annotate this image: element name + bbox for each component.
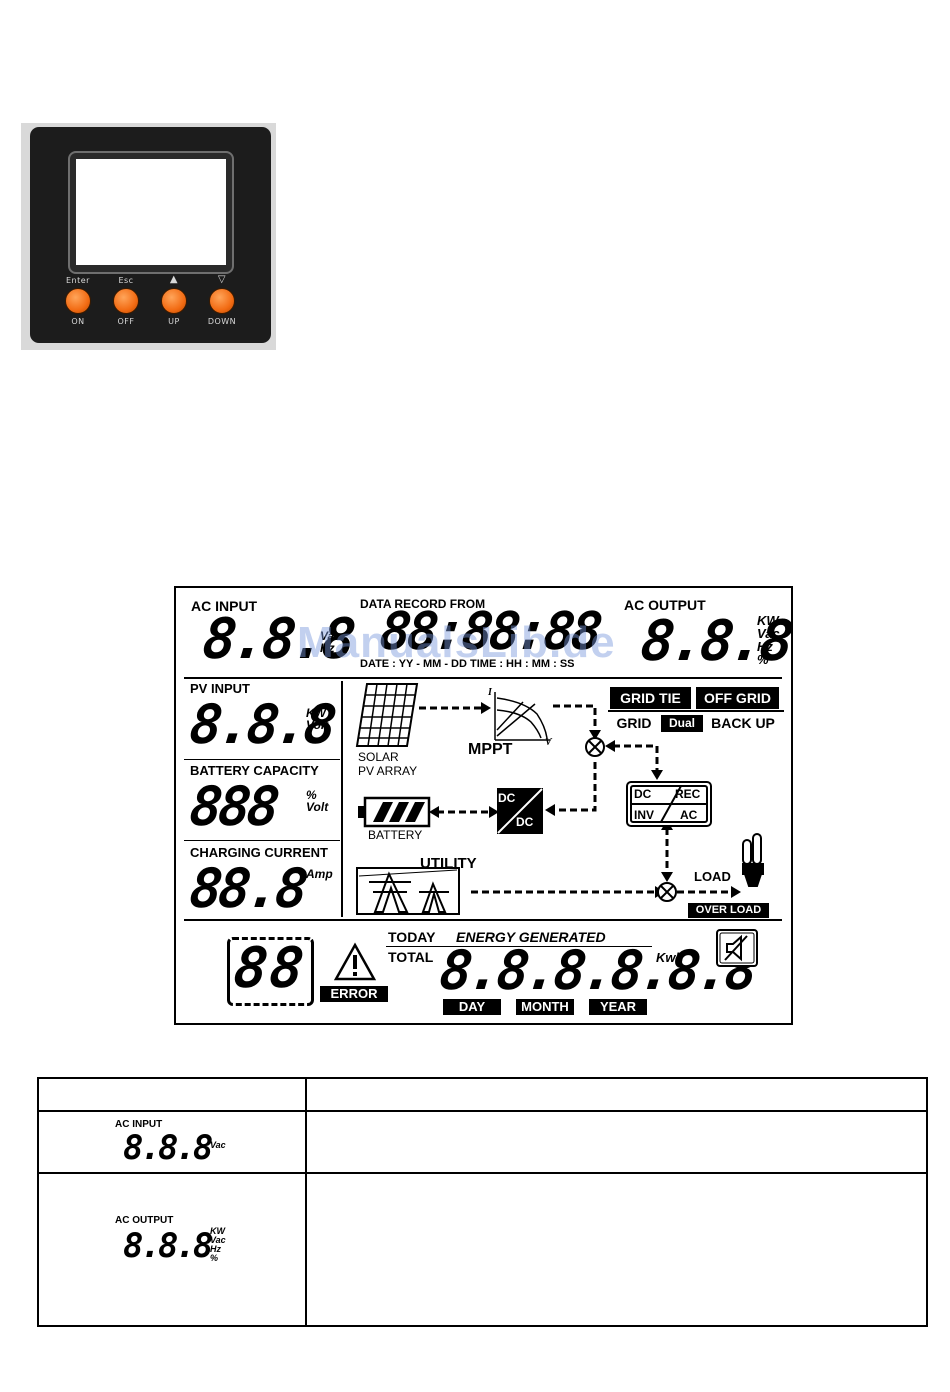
table-cell-description xyxy=(305,1110,928,1174)
mppt-label: MPPT xyxy=(468,741,513,758)
dc-dc-converter-icon xyxy=(497,788,543,834)
battery-label: BATTERY xyxy=(368,828,423,842)
alnum-display-frame xyxy=(227,937,314,1006)
on-enter-button[interactable] xyxy=(65,288,91,314)
grid-label: GRID xyxy=(616,715,652,731)
grid-tie-label: GRID TIE xyxy=(610,687,691,709)
pv-battery-divider xyxy=(184,759,340,760)
error-label: ERROR xyxy=(320,986,388,1002)
lcd-top-divider xyxy=(184,677,782,679)
pv-input-label: PV INPUT xyxy=(190,681,250,696)
ac-input-units: Vac Hz xyxy=(320,629,341,655)
converter-rec-label: REC xyxy=(675,787,701,801)
dual-label: Dual xyxy=(661,715,703,732)
off-grid-label: OFF GRID xyxy=(696,687,779,709)
mute-speaker-icon xyxy=(716,929,758,967)
dc-dc-bottom-label: DC xyxy=(516,815,534,829)
battery-charging-divider xyxy=(184,840,340,841)
esc-key-label: Esc xyxy=(118,276,134,285)
table-row: AC INPUT 8.8.8 Vac xyxy=(37,1110,928,1174)
down-button[interactable] xyxy=(209,288,235,314)
date-time-caption: DATE : YY - MM - DD TIME : HH : MM : SS xyxy=(360,658,575,670)
overload-label: OVER LOAD xyxy=(688,903,769,918)
table-header-cell xyxy=(305,1077,928,1112)
voltage-axis-label: V xyxy=(545,737,552,748)
alnum-digits: 88 xyxy=(230,936,309,1001)
load-label: LOAD xyxy=(694,869,731,884)
up-button[interactable] xyxy=(161,288,187,314)
warning-triangle-icon xyxy=(333,942,377,981)
utility-label: UTILITY xyxy=(420,855,477,872)
solar-panel-icon xyxy=(355,683,419,747)
down-arrow-icon: ▽ xyxy=(217,274,227,285)
mini-ac-output-units: KW Vac Hz % xyxy=(210,1226,226,1263)
junction-symbol-icon xyxy=(585,737,677,902)
off-label: OFF xyxy=(117,317,135,326)
converter-ac-label: AC xyxy=(680,808,698,822)
table-row: AC OUTPUT 8.8.8 KW Vac Hz % xyxy=(37,1172,928,1327)
down-label: DOWN xyxy=(207,317,237,326)
up-arrow-icon: ▲ xyxy=(169,274,179,285)
mini-ac-input-digits: 8.8.8 xyxy=(123,1128,213,1168)
mini-ac-output-label: AC OUTPUT xyxy=(115,1215,174,1226)
mode-divider xyxy=(608,710,784,712)
enter-key-label: Enter xyxy=(66,276,90,285)
pv-input-units: KW Volt xyxy=(306,706,329,732)
current-axis-label: I xyxy=(488,687,492,698)
table-cell-icon: AC OUTPUT 8.8.8 KW Vac Hz % xyxy=(37,1172,307,1327)
charging-current-units: Amp xyxy=(306,867,333,881)
energy-generated-label: ENERGY GENERATED xyxy=(456,929,606,945)
on-label: ON xyxy=(71,317,85,326)
converter-inv-label: INV xyxy=(634,808,655,822)
lcd-bottom-divider xyxy=(184,919,782,921)
off-esc-button[interactable] xyxy=(113,288,139,314)
total-label: TOTAL xyxy=(388,949,434,965)
table-header-row xyxy=(37,1077,928,1112)
day-label: DAY xyxy=(443,999,501,1015)
energy-flow-diagram xyxy=(355,683,764,915)
watermark: ManualsLib.de xyxy=(297,618,616,667)
utility-tower-icon xyxy=(356,867,460,915)
battery-capacity-digits: 888 xyxy=(186,775,279,838)
month-label: MONTH xyxy=(516,999,574,1015)
mini-ac-input-label: AC INPUT xyxy=(115,1119,163,1130)
today-label: TODAY xyxy=(388,929,436,945)
description-table: AC INPUT 8.8.8 Vac AC OUTPUT 8.8.8 KW Va… xyxy=(37,1077,928,1327)
table-cell-description xyxy=(305,1172,928,1327)
converter-dc-label: DC xyxy=(634,787,652,801)
battery-icon xyxy=(358,796,431,828)
data-record-label: DATA RECORD FROM xyxy=(360,597,486,611)
charging-current-label: CHARGING CURRENT xyxy=(190,845,328,860)
table-header-cell xyxy=(37,1077,307,1112)
panel-lcd-screen xyxy=(76,159,226,265)
battery-capacity-units: % Volt xyxy=(306,788,329,814)
up-label: UP xyxy=(168,317,180,326)
mppt-curve-icon xyxy=(494,692,550,741)
pv-array-label: PV ARRAY xyxy=(358,764,418,778)
load-bulb-icon xyxy=(742,833,764,887)
mini-ac-output-digits: 8.8.8 xyxy=(123,1226,213,1266)
mini-ac-input-units: Vac xyxy=(210,1140,226,1150)
energy-unit: Kwh xyxy=(656,950,684,965)
year-label: YEAR xyxy=(589,999,647,1015)
battery-capacity-label: BATTERY CAPACITY xyxy=(190,763,319,778)
ac-output-label: AC OUTPUT xyxy=(624,597,706,613)
energy-digits: 8.8.8.8.8.8 xyxy=(436,939,757,1002)
inverter-block-icon xyxy=(626,781,712,827)
ac-input-label: AC INPUT xyxy=(191,598,258,614)
table-cell-icon: AC INPUT 8.8.8 Vac xyxy=(37,1110,307,1174)
solar-label: SOLAR xyxy=(358,750,399,764)
back-up-label: BACK UP xyxy=(711,715,775,731)
dc-dc-top-label: DC xyxy=(498,791,516,805)
energy-underline xyxy=(386,946,652,947)
lcd-left-column-divider xyxy=(341,681,343,917)
ac-output-units: KW Vac Hz % xyxy=(757,613,780,667)
charging-current-digits: 88.8 xyxy=(186,857,308,920)
